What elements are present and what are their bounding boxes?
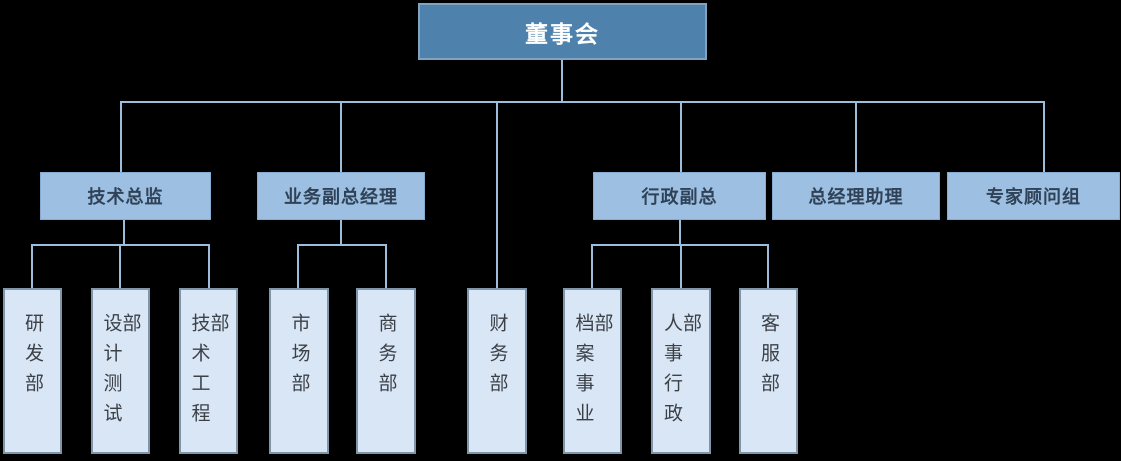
connector-admin-drop2: [680, 244, 682, 288]
connector-admin-stub: [679, 220, 681, 245]
org-node-customer-service-dept-label: 客服部: [758, 313, 779, 403]
connector-drop-experts: [1043, 101, 1045, 172]
org-node-gm-assistant: 总经理助理: [772, 172, 940, 220]
org-node-tech-director-label: 技术总监: [87, 187, 164, 207]
connector-drop-finance: [496, 101, 498, 288]
connector-drop-admin: [680, 101, 682, 172]
org-node-tech-director: 技术总监: [40, 172, 211, 220]
connector-tech-drop2: [119, 244, 121, 288]
connector-drop-tech: [120, 101, 122, 172]
connector-business-rail: [297, 244, 387, 246]
connector-root-drop: [561, 60, 563, 101]
org-node-admin-deputy: 行政副总: [593, 172, 766, 220]
connector-tech-drop1: [31, 244, 33, 288]
org-node-admin-deputy-label: 行政副总: [641, 187, 718, 207]
org-node-archives-division-label: 档案事业部: [572, 313, 613, 433]
org-node-hr-admin-dept-label: 人事行政部: [661, 313, 701, 433]
connector-tech-drop3: [208, 244, 210, 288]
org-node-expert-advisory-group-label: 专家顾问组: [986, 187, 1081, 207]
connector-business-stub: [340, 220, 342, 245]
org-node-board: 董事会: [418, 3, 707, 60]
connector-drop-assistant: [855, 101, 857, 172]
connector-business-drop1: [297, 244, 299, 288]
org-node-finance-dept: 财务部: [467, 288, 527, 454]
org-node-archives-division: 档案事业部: [563, 288, 622, 454]
org-node-business-deputy-gm: 业务副总经理: [257, 172, 425, 220]
org-node-marketing-dept-label: 市场部: [288, 313, 310, 403]
org-node-design-test-dept: 设计测试部: [91, 288, 150, 454]
org-node-rnd-dept-label: 研发部: [22, 313, 43, 403]
org-node-customer-service-dept: 客服部: [739, 288, 798, 454]
org-node-commerce-dept-label: 商务部: [375, 313, 397, 403]
connector-business-drop2: [385, 244, 387, 288]
org-node-hr-admin-dept: 人事行政部: [651, 288, 711, 454]
connector-admin-drop3: [767, 244, 769, 288]
connector-tech-stub: [123, 220, 125, 245]
org-node-finance-dept-label: 财务部: [486, 313, 508, 403]
org-node-board-label: 董事会: [525, 20, 600, 47]
org-node-tech-engineering-dept: 技术工程部: [179, 288, 238, 454]
connector-drop-business: [340, 101, 342, 172]
org-node-marketing-dept: 市场部: [269, 288, 329, 454]
org-node-design-test-dept-label: 设计测试部: [100, 313, 141, 433]
org-node-gm-assistant-label: 总经理助理: [808, 187, 904, 207]
org-node-commerce-dept: 商务部: [356, 288, 416, 454]
org-node-tech-engineering-dept-label: 技术工程部: [188, 313, 229, 433]
org-node-business-deputy-gm-label: 业务副总经理: [284, 187, 398, 207]
org-node-rnd-dept: 研发部: [3, 288, 62, 454]
connector-admin-drop1: [591, 244, 593, 288]
connector-main-rail: [120, 101, 1045, 103]
org-node-expert-advisory-group: 专家顾问组: [947, 172, 1120, 220]
